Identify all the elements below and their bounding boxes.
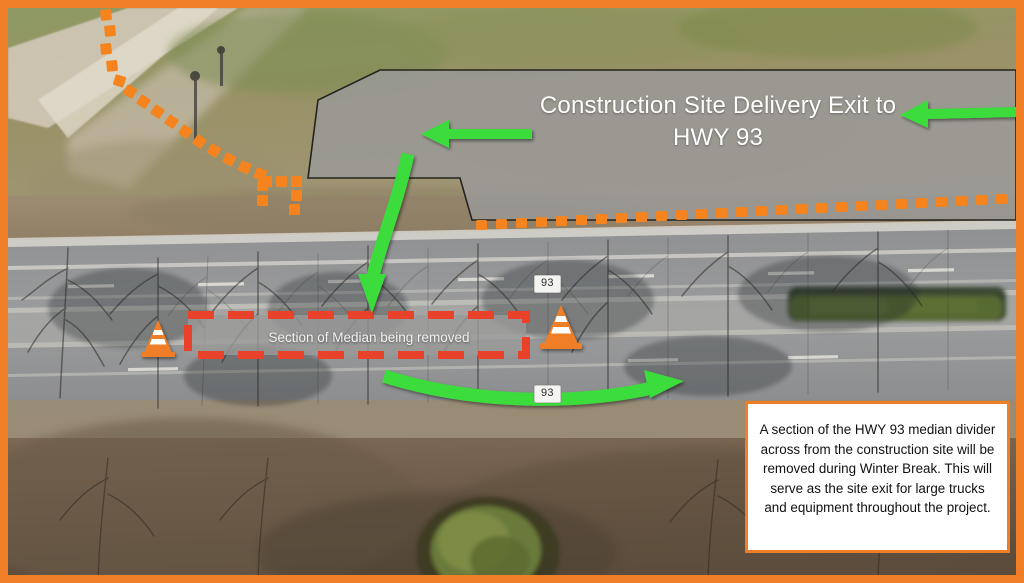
median-removal-zone: [184, 311, 530, 359]
info-callout-box: A section of the HWY 93 median divider a…: [745, 401, 1010, 553]
site-boundary-dotted-east: [476, 194, 1007, 230]
route-marker-hwy93-south: 93: [534, 385, 561, 403]
traffic-cone-east: [540, 305, 582, 349]
map-canvas: 93 93 Construction Site Delivery Exit to…: [8, 8, 1016, 575]
exit-arrow-east: [900, 100, 1016, 128]
light-pole: [190, 46, 225, 140]
annotation-layer: [100, 8, 1016, 406]
site-boundary-dotted: [100, 8, 302, 215]
traffic-cone-west: [141, 320, 175, 357]
route-marker-hwy93-north: 93: [534, 275, 561, 293]
turn-arrow-south: [358, 152, 415, 313]
info-callout-text: A section of the HWY 93 median divider a…: [759, 422, 996, 515]
exit-arrow-west: [421, 120, 532, 148]
hwy-arrow-east: [382, 369, 684, 406]
exit-route-polygon: [307, 69, 1016, 221]
